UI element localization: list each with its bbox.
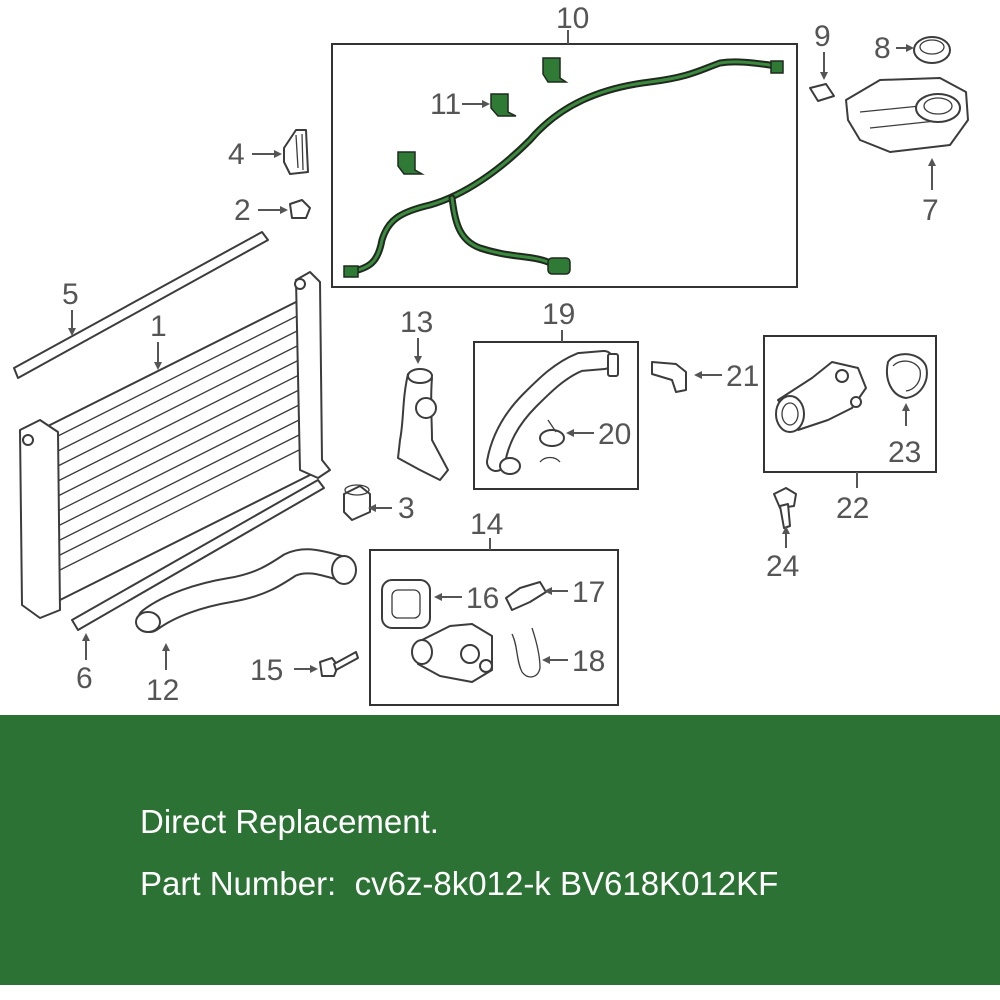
- bottom-margin: [0, 985, 1000, 1000]
- callout-15: 15: [250, 654, 283, 687]
- callout-19: 19: [542, 298, 575, 331]
- hose-clip: [397, 57, 569, 175]
- callout-14: 14: [470, 508, 503, 541]
- outlet-gasket: [381, 579, 431, 629]
- temperature-sensor: [505, 581, 547, 611]
- hose-connector: [651, 361, 687, 393]
- retaining-clip: [511, 627, 541, 678]
- callout-12: 12: [146, 674, 179, 707]
- callout-20: 20: [598, 418, 631, 451]
- heater-hose-assembly: [343, 58, 784, 278]
- reservoir-cap: [913, 36, 951, 64]
- bolt: [319, 651, 359, 677]
- radiator-bracket: [283, 129, 309, 175]
- callout-16: 16: [466, 582, 499, 615]
- bypass-hose: [486, 350, 619, 475]
- callout-21: 21: [726, 360, 759, 393]
- callout-7: 7: [922, 194, 939, 227]
- upper-radiator-hose: [397, 368, 449, 481]
- water-outlet: [411, 623, 493, 683]
- callout-23: 23: [888, 436, 921, 469]
- water-outlet-box: [369, 549, 619, 706]
- coolant-reservoir: [845, 77, 969, 153]
- callout-4: 4: [228, 138, 245, 171]
- lower-air-seal: [71, 479, 325, 631]
- hose-clamp: [539, 419, 565, 463]
- radiator-isolator: [289, 199, 311, 219]
- radiator: [19, 271, 331, 619]
- part-number-text: Part Number: cv6z-8k012-k BV618K012KF: [140, 865, 779, 902]
- thermostat-housing: [775, 361, 867, 433]
- callout-22: 22: [836, 492, 869, 525]
- cooling-system-parts-diagram: 10 9 8 11 4 7 2 5 1 13 19 21 20 22 23 3 …: [13, 2, 969, 707]
- thermostat-housing-box: [763, 335, 937, 473]
- callout-1: 1: [150, 310, 167, 343]
- callout-11: 11: [430, 88, 461, 121]
- callout-9: 9: [814, 20, 831, 53]
- callout-18: 18: [572, 645, 605, 678]
- callout-3: 3: [398, 492, 415, 525]
- info-banner: Direct Replacement. Part Number: cv6z-8k…: [0, 715, 1000, 985]
- housing-bolt: [773, 487, 797, 529]
- direct-replacement-text: Direct Replacement.: [140, 803, 439, 840]
- callout-17: 17: [572, 576, 605, 609]
- hose-assembly-box: [331, 43, 798, 288]
- callout-13: 13: [400, 306, 433, 339]
- callout-2: 2: [234, 194, 251, 227]
- callout-24: 24: [766, 550, 799, 583]
- drain-plug: [343, 484, 371, 521]
- callout-10: 10: [556, 2, 589, 35]
- thermostat-gasket: [886, 353, 928, 399]
- callout-6: 6: [76, 662, 93, 695]
- bypass-hose-box: [473, 341, 639, 490]
- callout-8: 8: [874, 32, 891, 65]
- upper-air-seal: [13, 231, 269, 379]
- lower-radiator-hose: [135, 548, 357, 633]
- cap-sensor: [809, 83, 835, 102]
- callout-5: 5: [62, 278, 79, 311]
